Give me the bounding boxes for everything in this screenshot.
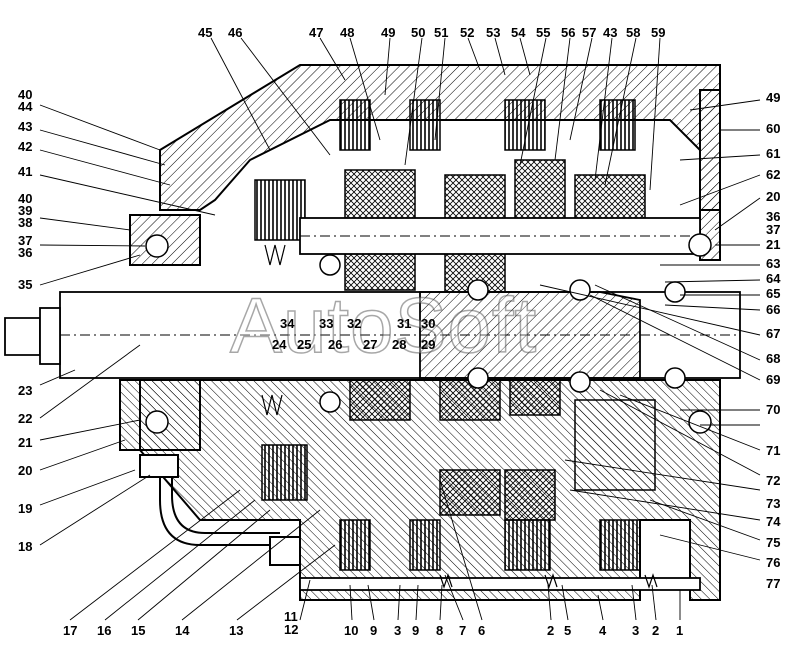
callout-70: 70 — [766, 402, 781, 417]
callout-25: 25 — [297, 337, 312, 352]
callout-65: 65 — [766, 286, 781, 301]
shafts — [4, 217, 741, 591]
callout-43: 43 — [18, 119, 33, 134]
callout-43: 43 — [603, 25, 618, 40]
callout-31: 31 — [397, 316, 412, 331]
callout-50: 50 — [411, 25, 426, 40]
clutch-packs — [254, 99, 641, 571]
callout-75: 75 — [766, 535, 781, 550]
callout-55: 55 — [536, 25, 551, 40]
callout-62: 62 — [766, 167, 781, 182]
callout-42: 42 — [18, 139, 33, 154]
callout-57: 57 — [582, 25, 597, 40]
callout-39: 39 — [18, 203, 33, 218]
callout-73: 73 — [766, 496, 781, 511]
callout-66: 66 — [766, 302, 781, 317]
callout-16: 16 — [97, 623, 112, 638]
callout-22: 22 — [18, 411, 33, 426]
callout-32: 32 — [347, 316, 362, 331]
callout-8: 8 — [436, 623, 444, 638]
gears — [344, 159, 656, 521]
callout-6: 6 — [478, 623, 486, 638]
callout-17: 17 — [63, 623, 78, 638]
callout-60: 60 — [766, 121, 781, 136]
callout-38: 38 — [18, 215, 33, 230]
callout-28: 28 — [392, 337, 407, 352]
callout-36: 36 — [766, 209, 781, 224]
callout-51: 51 — [434, 25, 449, 40]
callout-27: 27 — [363, 337, 378, 352]
callout-3: 3 — [632, 623, 640, 638]
callout-12: 12 — [284, 622, 299, 637]
callout-1: 1 — [676, 623, 684, 638]
callout-11: 11 — [284, 609, 298, 624]
callout-20: 20 — [766, 189, 781, 204]
callout-10: 10 — [344, 623, 359, 638]
callout-68: 68 — [766, 351, 781, 366]
callout-3: 3 — [394, 623, 402, 638]
callout-67: 67 — [766, 326, 781, 341]
callout-49: 49 — [766, 90, 781, 105]
callout-33: 33 — [319, 316, 334, 331]
callout-49: 49 — [381, 25, 396, 40]
callout-29: 29 — [421, 337, 436, 352]
callout-69: 69 — [766, 372, 781, 387]
callout-40: 40 — [18, 87, 33, 102]
callout-52: 52 — [460, 25, 475, 40]
callout-19: 19 — [18, 501, 33, 516]
callout-71: 71 — [766, 443, 781, 458]
callout-58: 58 — [626, 25, 641, 40]
callout-36: 36 — [18, 245, 33, 260]
callout-23: 23 — [18, 383, 33, 398]
callout-63: 63 — [766, 256, 781, 271]
callout-74: 74 — [766, 514, 781, 529]
callout-47: 47 — [309, 25, 324, 40]
callout-2: 2 — [652, 623, 660, 638]
callout-2: 2 — [547, 623, 555, 638]
callout-24: 24 — [272, 337, 287, 352]
callout-14: 14 — [175, 623, 190, 638]
bearings — [145, 233, 712, 434]
watermark: AutoSoft — [229, 280, 538, 370]
callout-54: 54 — [511, 25, 526, 40]
callout-26: 26 — [328, 337, 343, 352]
callout-21: 21 — [766, 237, 781, 252]
callout-30: 30 — [421, 316, 436, 331]
callout-64: 64 — [766, 271, 781, 286]
callout-40: 40 — [18, 191, 33, 206]
callout-56: 56 — [561, 25, 576, 40]
callout-72: 72 — [766, 473, 781, 488]
callout-59: 59 — [651, 25, 666, 40]
callout-7: 7 — [459, 623, 467, 638]
callout-48: 48 — [340, 25, 355, 40]
callout-9: 9 — [370, 623, 378, 638]
callout-4: 4 — [599, 623, 607, 638]
callout-77: 77 — [766, 576, 781, 591]
callout-61: 61 — [766, 146, 781, 161]
callout-45: 45 — [198, 25, 213, 40]
callout-13: 13 — [229, 623, 244, 638]
callout-21: 21 — [18, 435, 33, 450]
callout-34: 34 — [280, 316, 295, 331]
callout-76: 76 — [766, 555, 781, 570]
callout-37: 37 — [766, 222, 781, 237]
callout-46: 46 — [228, 25, 243, 40]
springs — [261, 244, 658, 589]
leader-lines — [39, 37, 761, 621]
callout-41: 41 — [18, 164, 33, 179]
callout-18: 18 — [18, 539, 33, 554]
callout-15: 15 — [131, 623, 146, 638]
callout-9: 9 — [412, 623, 420, 638]
callout-37: 37 — [18, 233, 33, 248]
callout-20: 20 — [18, 463, 33, 478]
callout-44: 44 — [18, 99, 33, 114]
callout-53: 53 — [486, 25, 501, 40]
callout-35: 35 — [18, 277, 33, 292]
callout-5: 5 — [564, 623, 572, 638]
